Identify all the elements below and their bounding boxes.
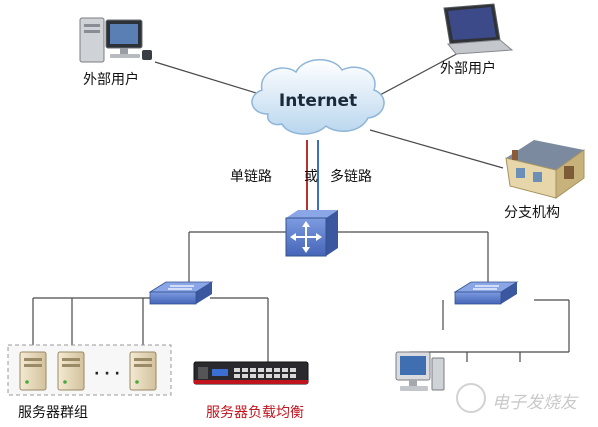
load-balancer-icon xyxy=(193,361,309,385)
branch-office-label: 分支机构 xyxy=(504,205,560,221)
laptop-icon xyxy=(443,3,514,55)
internet-cloud: Internet xyxy=(251,59,385,135)
single-link-label: 单链路 xyxy=(230,169,272,185)
desktop-computer-icon xyxy=(79,17,152,63)
external-user-label-right: 外部用户 xyxy=(440,61,496,77)
core-switch-icon xyxy=(285,210,338,257)
cluster-ellipsis: · · · xyxy=(94,366,120,382)
server-icon xyxy=(19,351,47,391)
connection-lines xyxy=(32,49,570,362)
external-user-label-left: 外部用户 xyxy=(83,72,139,88)
load-balancer-label: 服务器负载均衡 xyxy=(206,405,304,421)
watermark-text: 电子发烧友 xyxy=(492,393,577,413)
internet-label: Internet xyxy=(279,91,357,111)
desktop-computer-icon xyxy=(395,351,445,391)
server-cluster-label: 服务器群组 xyxy=(18,405,88,421)
or-label: 或 xyxy=(304,169,318,185)
server-icon xyxy=(129,351,157,391)
server-icon xyxy=(57,351,85,391)
watermark-logo-icon xyxy=(456,383,486,413)
multi-link-label: 多链路 xyxy=(330,169,372,185)
left-switch-icon xyxy=(148,281,214,305)
right-switch-icon xyxy=(453,281,519,305)
house-icon xyxy=(505,140,585,199)
